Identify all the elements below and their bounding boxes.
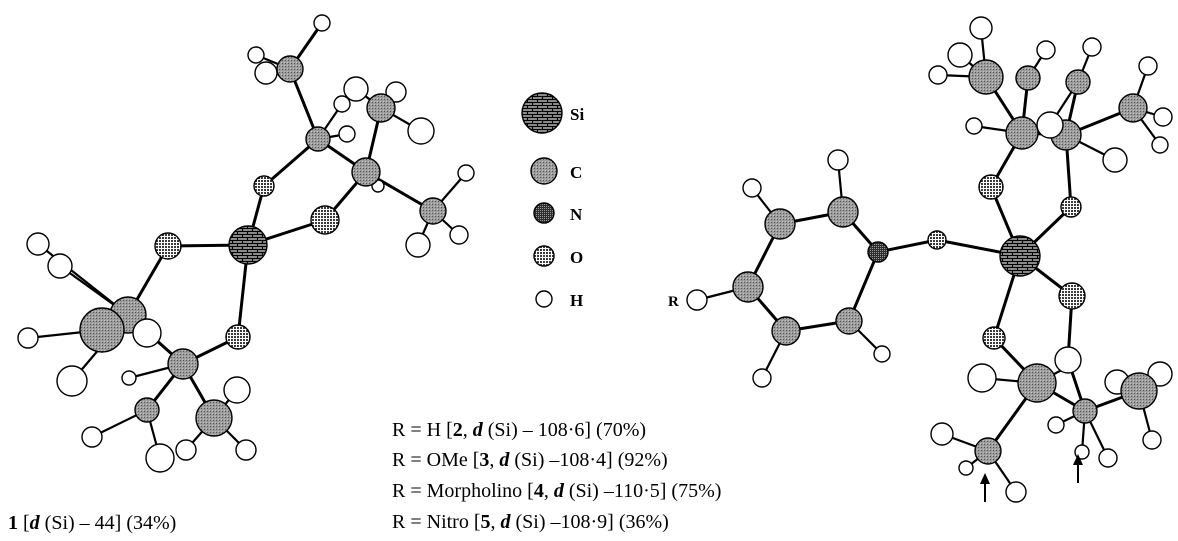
legend-label-h: H <box>570 291 583 310</box>
atom-legend: Si C N O H <box>521 92 584 310</box>
compound-4-caption: R = Morpholino [4, d (Si) –110·5] (75%) <box>392 480 722 502</box>
substituent-r-label: R <box>668 294 679 310</box>
molecule-1 <box>17 14 475 473</box>
legend-label-c: C <box>570 163 582 182</box>
legend-item-n: N <box>533 202 583 224</box>
compound-5-caption: R = Nitro [5, d (Si) –108·9] (36%) <box>392 511 669 533</box>
legend-label-n: N <box>570 205 583 224</box>
molecule-2-5: R <box>668 16 1173 503</box>
compound-list: R = H [2, d (Si) – 108·6] (70%) R = OMe … <box>392 0 812 541</box>
legend-item-h: H <box>535 290 583 310</box>
legend-label-o: O <box>570 248 583 267</box>
compound-2-caption: R = H [2, d (Si) – 108·6] (70%) <box>392 419 647 441</box>
legend-item-si: Si <box>521 92 584 134</box>
legend-label-si: Si <box>570 105 584 124</box>
substituent-r-atom <box>686 289 708 311</box>
molecule-2-5-atoms <box>686 16 1173 503</box>
arrow-icon-1 <box>1073 454 1083 483</box>
legend-item-o: O <box>533 245 583 267</box>
legend-item-c: C <box>530 157 582 185</box>
molecule-1-atoms <box>17 14 475 473</box>
compound-1-caption: 1 [d (Si) – 44] (34%) <box>8 512 177 534</box>
arrow-icon-2 <box>980 473 990 502</box>
compound-3-caption: R = OMe [3, d (Si) –108·4] (92%) <box>392 449 668 471</box>
